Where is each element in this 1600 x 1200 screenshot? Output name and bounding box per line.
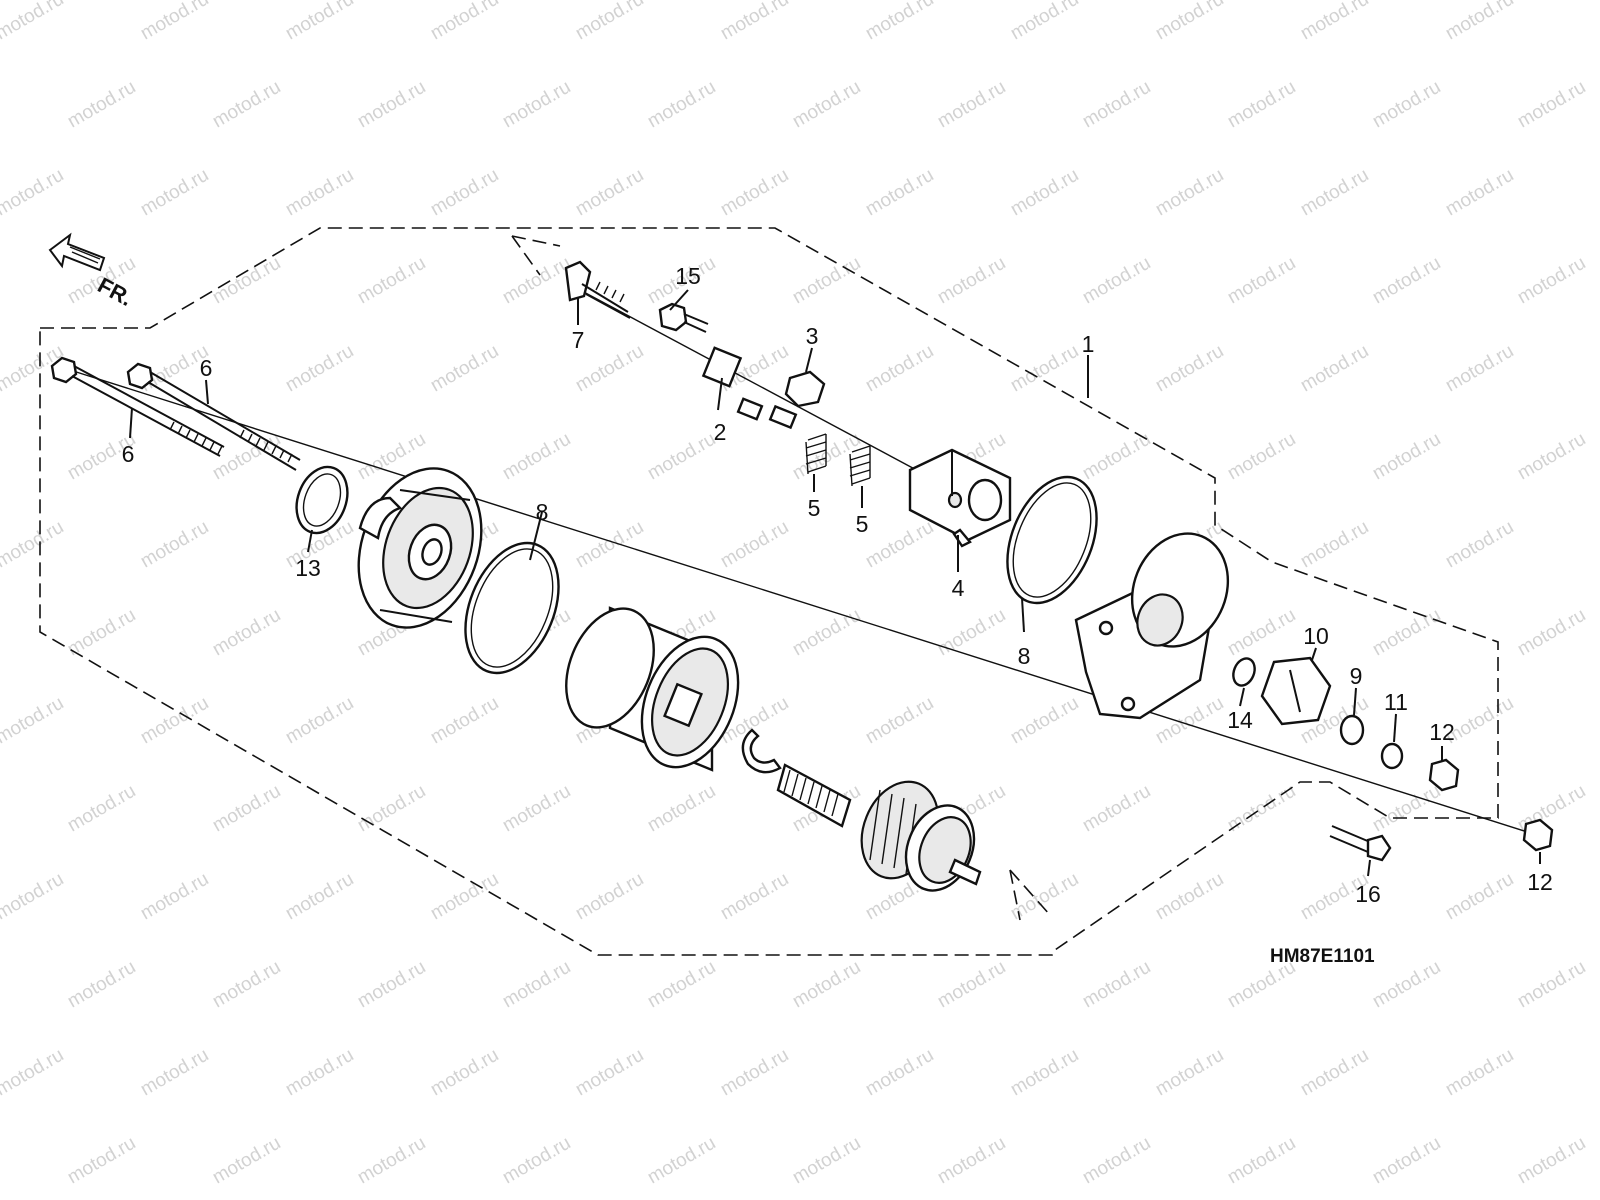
terminal-nut: [658, 302, 709, 333]
leader-lines: [129, 289, 1541, 877]
callout-7: 7: [572, 327, 585, 353]
nut-12-inner: [1428, 758, 1460, 792]
callout-6-top: 6: [200, 355, 213, 381]
front-cover: [357, 467, 483, 629]
brush-spring-right: [849, 445, 871, 487]
callout-4: 4: [952, 575, 965, 601]
brush-holder-plate: [768, 370, 826, 430]
o-ring-front: [295, 465, 349, 535]
brush-holder: [908, 448, 1012, 548]
mounting-bolt-16: [1329, 825, 1392, 862]
armature: [776, 763, 982, 892]
washer-9: [1339, 714, 1365, 746]
callout-14: 14: [1227, 707, 1253, 733]
callout-12-upper: 12: [1429, 719, 1455, 745]
callout-5-left: 5: [808, 495, 821, 521]
callout-9: 9: [1350, 663, 1363, 689]
callout-1: 1: [1082, 331, 1095, 357]
callout-8-rear: 8: [1018, 643, 1031, 669]
callout-2: 2: [714, 419, 727, 445]
callout-11: 11: [1384, 689, 1408, 715]
nut-12-outer: [1522, 818, 1554, 852]
washer-14: [1232, 657, 1256, 687]
through-bolt-long: [50, 356, 225, 457]
brush-terminal-set: [701, 346, 764, 421]
terminal-bolt: [564, 260, 631, 319]
callout-labels: 1 2 3 4 5 5 6 6 7 8 8 9 10 11 12 12 13 1…: [122, 263, 1553, 907]
callout-6-bottom: 6: [122, 441, 135, 467]
snap-ring: [741, 728, 782, 774]
diagram-reference-code: HM87E1101: [1270, 946, 1375, 967]
callout-16: 16: [1355, 881, 1381, 907]
callout-12-lower: 12: [1527, 869, 1553, 895]
washer-11: [1380, 742, 1404, 770]
callout-8-front: 8: [536, 499, 549, 525]
assembly-outline: [39, 227, 1499, 956]
brush-spring-left: [805, 433, 827, 475]
callout-3: 3: [806, 323, 819, 349]
front-direction-arrow: FR.: [48, 232, 137, 311]
rear-cover: [1074, 532, 1230, 720]
yoke-housing: [565, 606, 740, 772]
front-arrow-label: FR.: [94, 272, 137, 311]
callout-5-right: 5: [856, 511, 869, 537]
through-bolt-short: [126, 362, 301, 471]
callout-10: 10: [1303, 623, 1329, 649]
callout-13: 13: [295, 555, 321, 581]
callout-15: 15: [675, 263, 701, 289]
nut-holder-10: [1260, 656, 1332, 726]
